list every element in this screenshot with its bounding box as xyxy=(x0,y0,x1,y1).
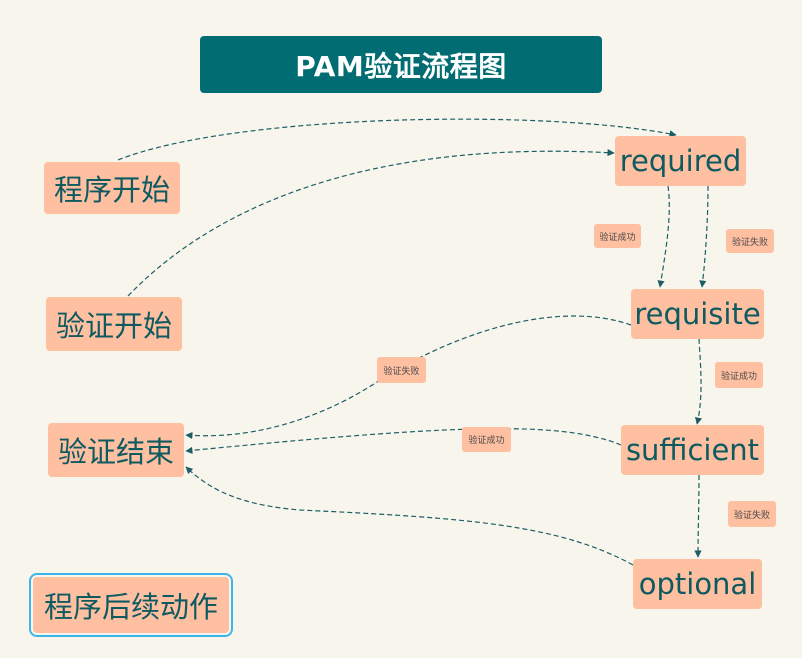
label-required-success: 验证成功 xyxy=(594,224,641,248)
edge-optional-to-auth-end xyxy=(185,466,634,566)
label-requisite-success: 验证成功 xyxy=(715,362,763,388)
node-auth-end[interactable]: 验证结束 xyxy=(48,423,184,477)
label-required-fail: 验证失败 xyxy=(726,229,774,253)
label-sufficient-success: 验证成功 xyxy=(462,427,511,452)
node-requisite[interactable]: requisite xyxy=(631,289,764,339)
edge-program-start-to-required xyxy=(117,118,677,161)
node-auth-start[interactable]: 验证开始 xyxy=(46,297,182,351)
node-optional[interactable]: optional xyxy=(633,559,762,609)
node-required[interactable]: required xyxy=(615,136,746,186)
node-program-start[interactable]: 程序开始 xyxy=(44,162,180,214)
diagram-title: PAM验证流程图 xyxy=(200,36,602,93)
node-sufficient[interactable]: sufficient xyxy=(621,425,764,475)
label-requisite-fail: 验证失败 xyxy=(377,357,426,383)
edge-sufficient-fail-to-optional xyxy=(694,474,702,558)
edge-sufficient-success-to-auth-end xyxy=(185,428,622,454)
label-sufficient-fail: 验证失败 xyxy=(728,501,776,527)
node-program-followup[interactable]: 程序后续动作 xyxy=(29,573,233,637)
edge-required-fail-to-requisite xyxy=(699,185,709,288)
edge-requisite-success-to-sufficient xyxy=(695,338,703,425)
edge-required-success-to-requisite xyxy=(657,185,670,288)
edge-auth-start-to-required xyxy=(127,149,615,297)
